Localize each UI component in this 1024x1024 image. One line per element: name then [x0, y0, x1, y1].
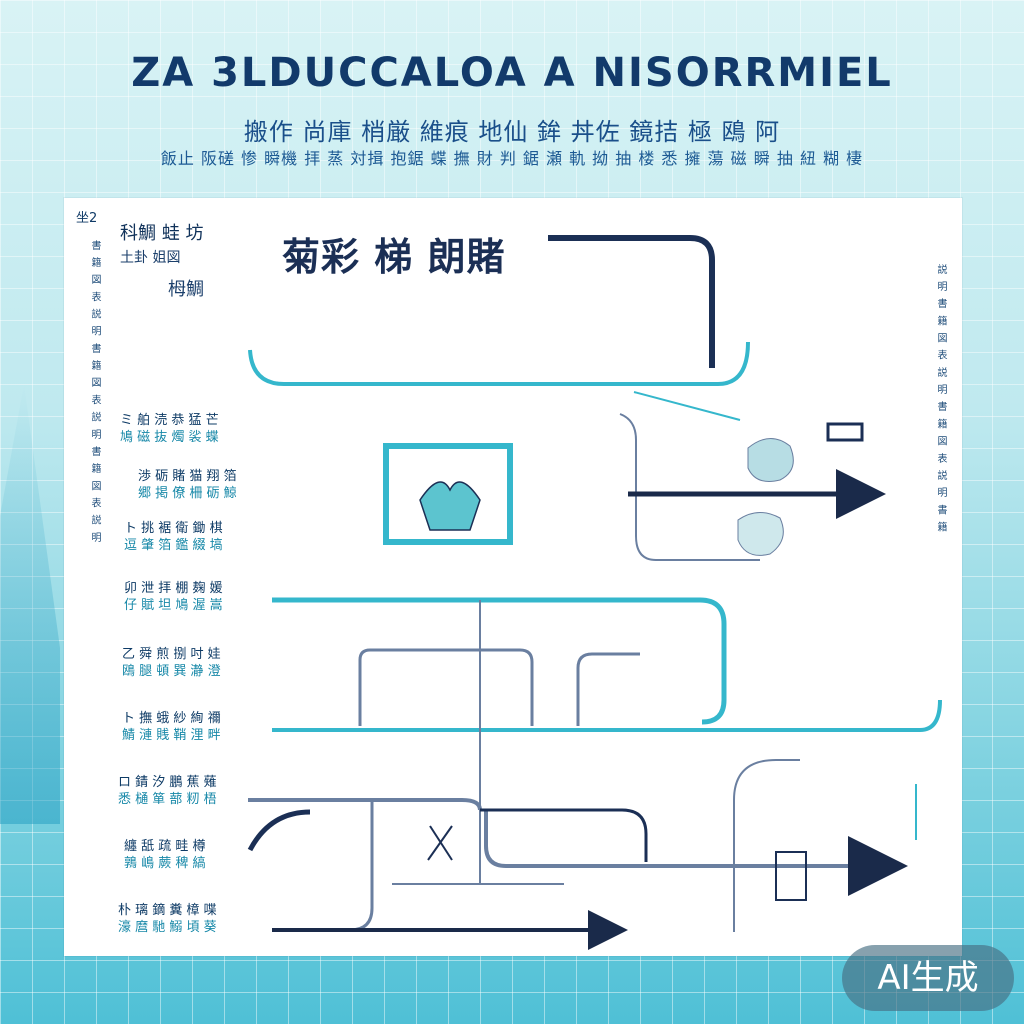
- note-7-line1: ロ 錆 汐 鵬 蕉 薙: [118, 775, 217, 790]
- note-1-line1: ミ 舶 涜 恭 猛 芒: [120, 413, 219, 428]
- note-4-line1: 卯 泄 拝 棚 麹 媛: [124, 581, 223, 596]
- note-8-line1: 纏 舐 疏 畦 樽: [124, 839, 206, 854]
- note-2-line2: 郷 掲 僚 柵 砺 鯨: [138, 486, 237, 501]
- center-icon-figure: [419, 481, 481, 531]
- left-vertical-text: 書 籍 図 表 説 明 書 籍 図 表 説 明 書 籍 図 表 説 明: [89, 240, 100, 545]
- page-subtitle: 搬作 尚庫 梢厳 維痕 地仙 鉾 丼佐 鏡拮 極 鴎 阿: [243, 118, 781, 146]
- connector-mid-teal-2: [272, 699, 942, 732]
- connector-lower-curve: [247, 809, 311, 852]
- note-4: 卯 泄 拝 棚 麹 媛 仔 賦 坦 鳩 渥 嵩: [124, 580, 299, 614]
- panel-corner-label: 坐2: [76, 211, 98, 226]
- connector-lower-left: [248, 798, 482, 811]
- page-tagline: 飯止 阪磋 惨 瞬機 拝 蒸 対揖 抱鋸 蝶 撫 財 判 鋸 瀬 軌 拗 抽 楼…: [160, 149, 864, 168]
- block-title-main: 科鯛 蛙 坊: [120, 223, 204, 244]
- note-7-line2: 悉 樋 箪 蔀 籾 梧: [118, 792, 217, 807]
- note-2-line1: 渉 砺 賭 猫 翔 箔: [138, 469, 237, 484]
- connector-arch-right: [576, 652, 640, 726]
- note-9-line1: 朴 璃 鏑 糞 樟 喋: [118, 903, 217, 918]
- connector-arch-left: [358, 648, 534, 726]
- right-blob-1: [747, 438, 794, 482]
- connector-curve-left: [619, 413, 760, 561]
- connector-top-navy: [548, 235, 715, 368]
- note-3-line2: 逗 肇 箔 鑑 綴 塙: [124, 538, 223, 553]
- note-2: 渉 砺 賭 猫 翔 箔 郷 掲 僚 柵 砺 鯨: [138, 468, 313, 502]
- note-3-line1: ト 挑 裾 衛 鋤 棋: [124, 521, 223, 536]
- note-4-line2: 仔 賦 坦 鳩 渥 嵩: [124, 598, 223, 613]
- note-9: 朴 璃 鏑 糞 樟 喋 濠 麿 馳 鰯 頃 葵: [118, 902, 293, 936]
- note-7: ロ 錆 汐 鵬 蕉 薙 悉 樋 箪 蔀 籾 梧: [118, 774, 293, 808]
- cross-mark-2: [427, 825, 453, 861]
- small-column-block: [775, 851, 807, 901]
- page-title: ZA 3LDUCCALOA A NISORRMIEL: [131, 50, 893, 96]
- connector-right-curve: [733, 759, 800, 932]
- note-6-line1: ト 撫 蛾 紗 絢 禰: [122, 711, 221, 726]
- diagram-panel: [64, 198, 962, 956]
- note-5-line2: 鴎 腿 頓 巽 瀞 澄: [122, 664, 221, 679]
- note-5: 乙 舜 煎 捌 吋 娃 鴎 腿 頓 巽 瀞 澄: [122, 646, 297, 680]
- connector-lower-bracket: [349, 800, 374, 932]
- note-6-line2: 鯖 漣 賎 鞘 浬 畔: [122, 728, 221, 743]
- center-icon-frame: [383, 443, 513, 545]
- note-9-line2: 濠 麿 馳 鰯 頃 葵: [118, 920, 217, 935]
- note-8-line2: 鶉 嶋 蕨 稗 縞: [124, 856, 206, 871]
- connector-top-teal: [248, 341, 750, 386]
- note-1: ミ 舶 涜 恭 猛 芒 鳩 磁 抜 燭 裟 蝶: [120, 412, 295, 446]
- right-blob-2: [737, 512, 784, 556]
- connector-diagonal: [633, 391, 741, 421]
- ai-generated-badge: AI生成: [842, 945, 1014, 1011]
- note-3: ト 挑 裾 衛 鋤 棋 逗 肇 箔 鑑 綴 塙: [124, 520, 299, 554]
- note-8: 纏 舐 疏 畦 樽 鶉 嶋 蕨 稗 縞: [124, 838, 299, 872]
- connector-lower-mid: [484, 810, 900, 868]
- block-title-stamp: 栂鯛: [168, 279, 204, 300]
- note-6: ト 撫 蛾 紗 絢 禰 鯖 漣 賎 鞘 浬 畔: [122, 710, 297, 744]
- right-icon-top: [826, 422, 864, 442]
- right-vertical-text: 説 明 書 籍 図 表 説 明 書 籍 図 表 説 明 書 籍: [935, 264, 946, 534]
- block-title-sub: 土卦 姐図: [120, 250, 181, 266]
- note-1-line2: 鳩 磁 抜 燭 裟 蝶: [120, 430, 219, 445]
- block-title: 科鯛 蛙 坊 土卦 姐図 栂鯛: [120, 222, 260, 302]
- diagram-title: 菊彩 梯 朗賭: [282, 234, 506, 279]
- connector-lower-hook: [480, 808, 648, 862]
- note-5-line1: 乙 舜 煎 捌 吋 娃: [122, 647, 221, 662]
- connector-mid-teal-1: [272, 597, 727, 725]
